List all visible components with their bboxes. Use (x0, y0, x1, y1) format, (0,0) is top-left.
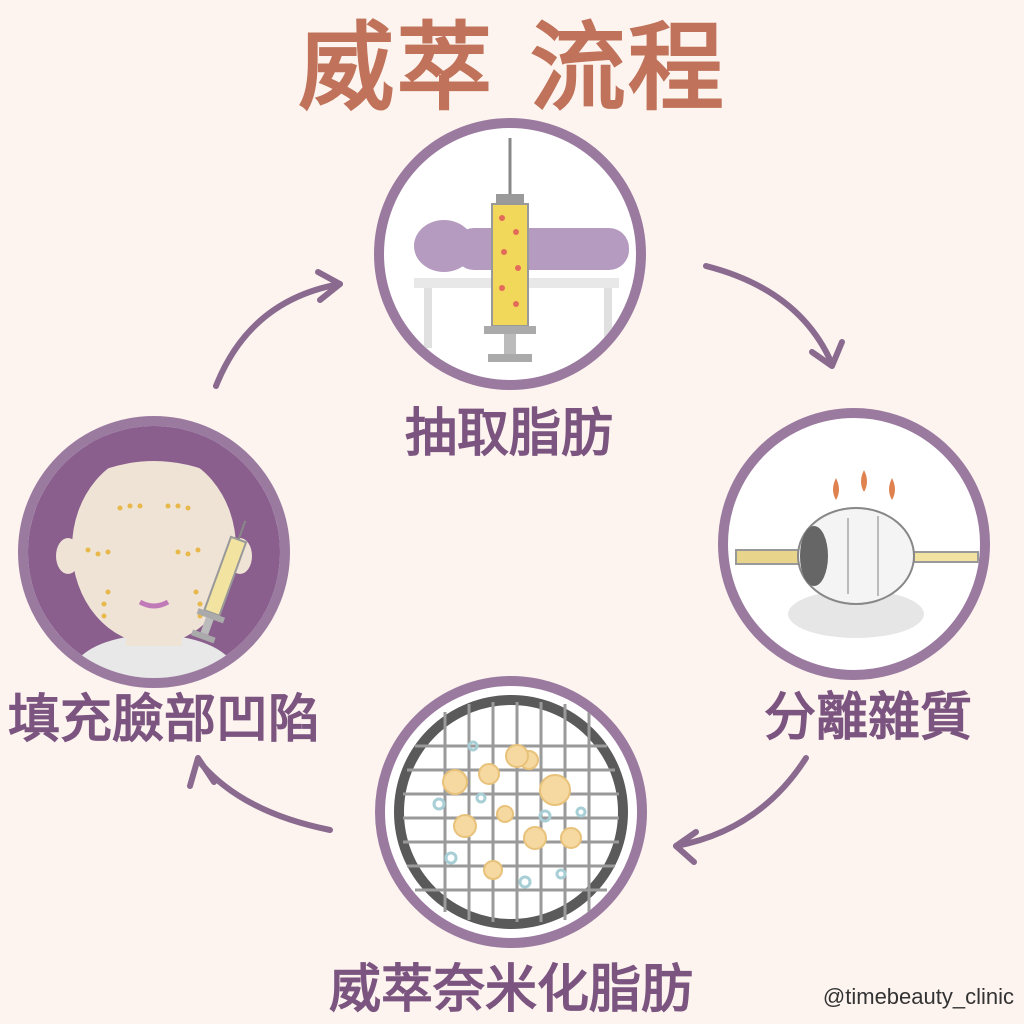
step-1-circle (374, 118, 646, 390)
arrow-2-to-3 (673, 755, 809, 849)
watermark: @timebeauty_clinic (822, 984, 1014, 1009)
arrow-1-to-2 (703, 263, 835, 367)
arrow-2-to-3-head (673, 829, 699, 865)
arrow-1-to-2-head (809, 339, 845, 369)
centrifuge-icon (735, 470, 979, 638)
arrow-4-to-1 (213, 281, 343, 389)
arrow-3-to-4 (195, 757, 333, 833)
step-1-label: 抽取脂肪 (405, 404, 614, 464)
step-3-circle (375, 676, 647, 948)
arrow-4-to-1-head (315, 269, 343, 303)
step-4-label: 填充臉部凹陷 (8, 690, 321, 750)
nano-fat-filter-icon (394, 695, 628, 929)
face-injection-icon (28, 426, 280, 678)
step-2-circle (718, 408, 990, 680)
step-2-label: 分離雜質 (764, 688, 973, 748)
page-title: 威萃 流程 (298, 12, 726, 124)
liposuction-syringe-icon (414, 138, 629, 362)
step-4-circle (18, 416, 290, 688)
step-3-label: 威萃奈米化脂肪 (329, 960, 694, 1020)
arrow-3-to-4-head (187, 755, 217, 789)
